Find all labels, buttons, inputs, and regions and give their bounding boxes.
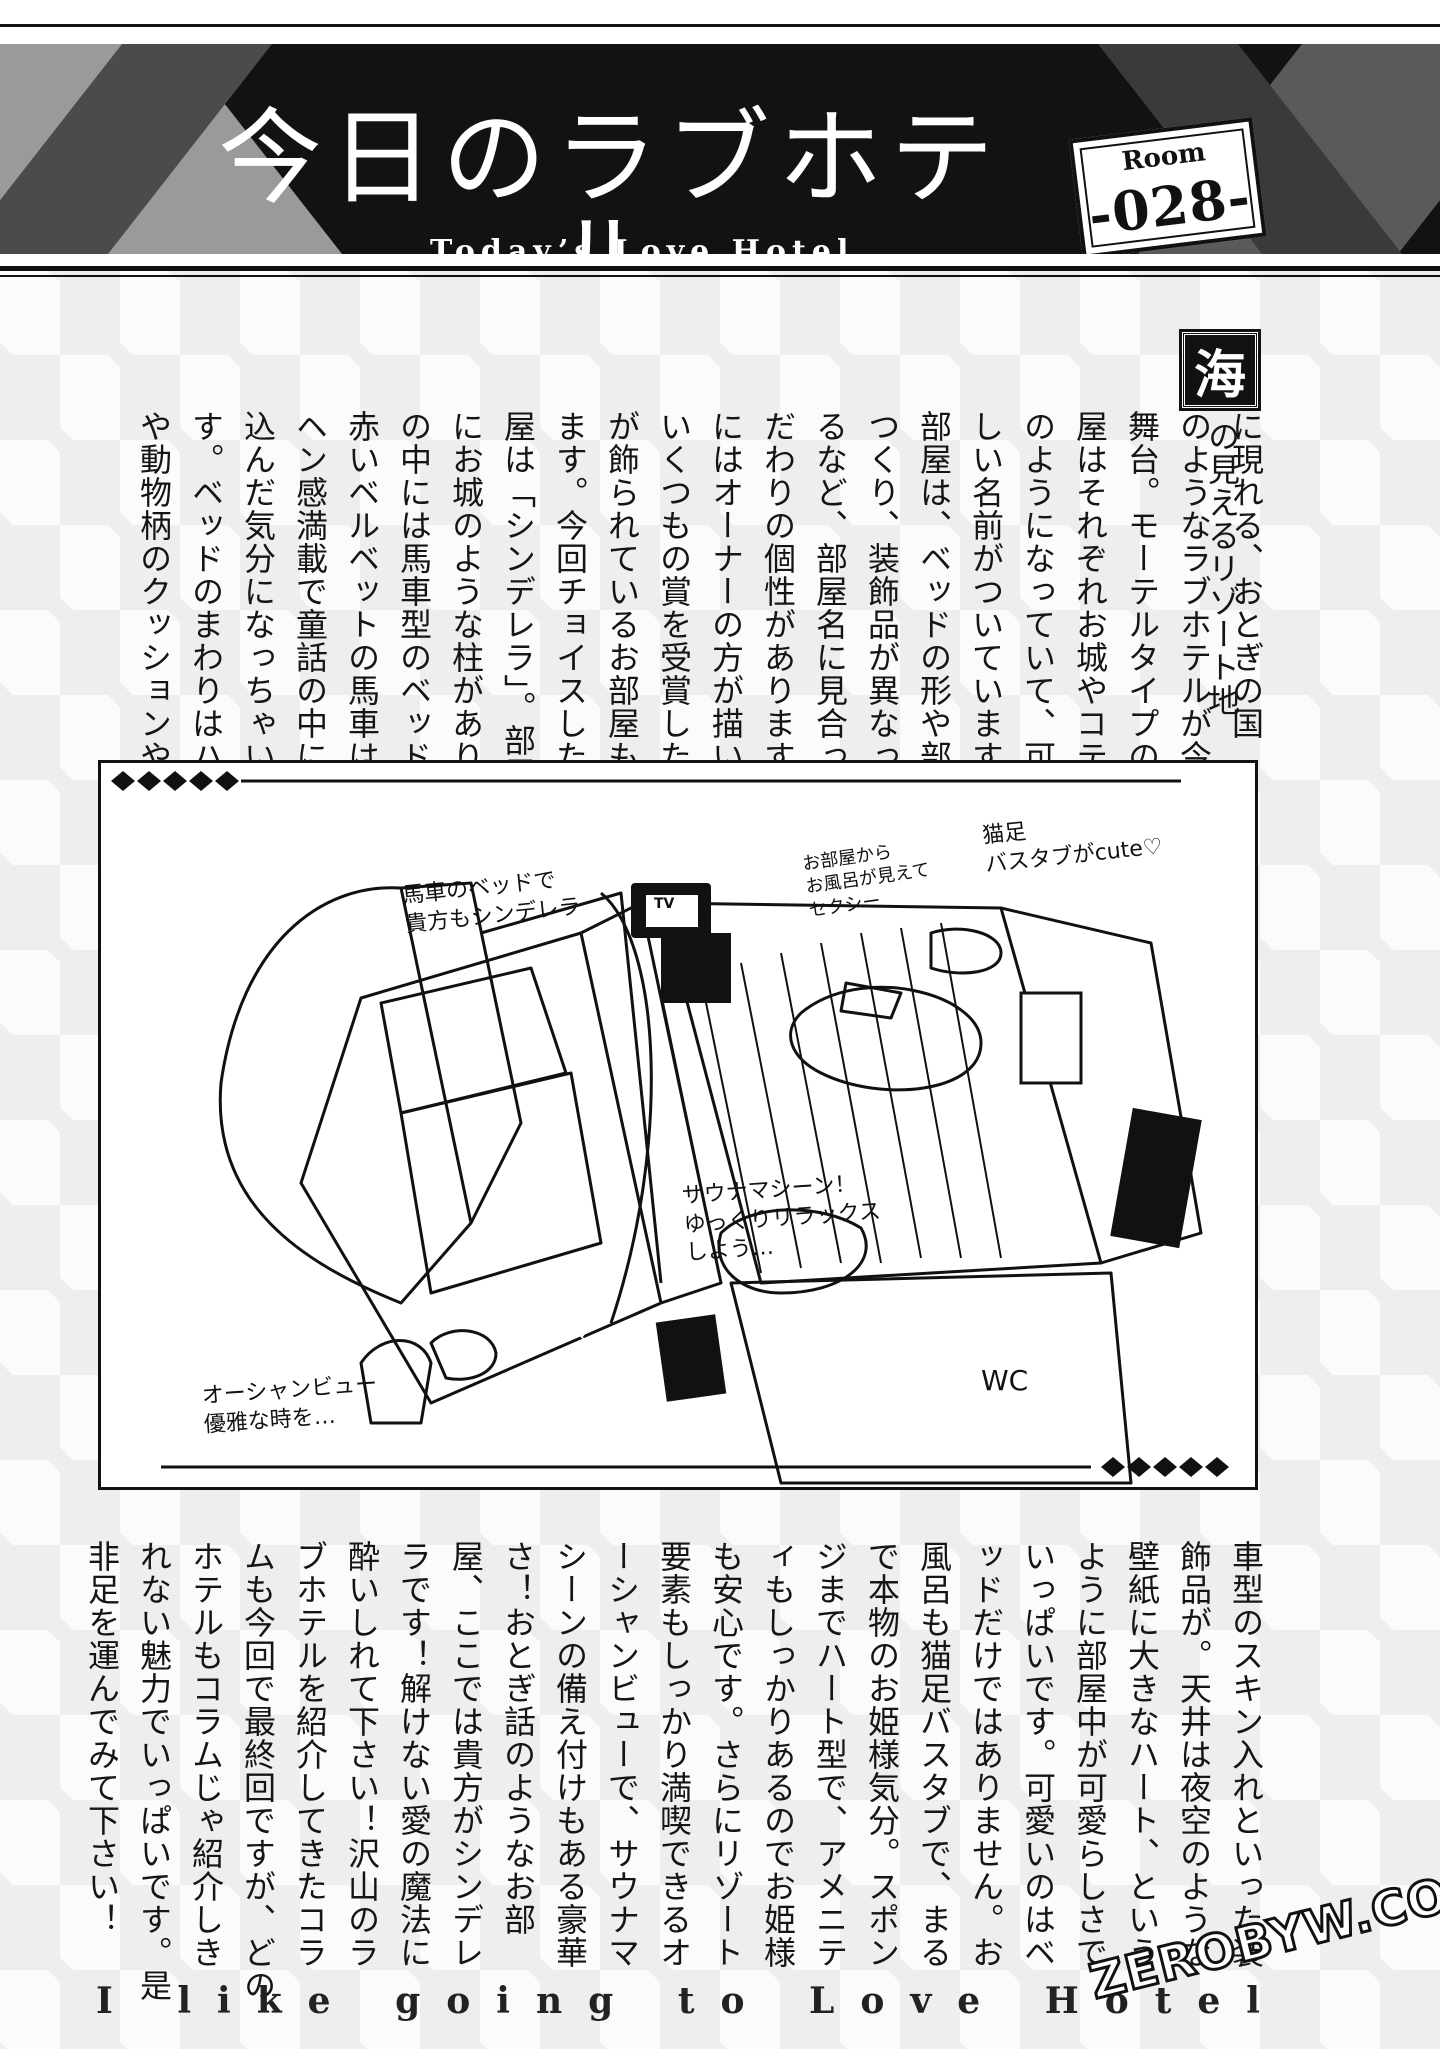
floor-plan-drawing [111,771,1229,1485]
title-banner: 今日のラブホテル Today’s Love Hotel Room -028- [0,44,1440,254]
footer-tagline: I like going to Love Hotel [96,1980,1286,2022]
page-title: 今日のラブホテル [217,97,1002,254]
article-body-top: に現れる、おとぎの国 のようなラブホテルが今回の 舞台。モーテルタイプのお部 屋… [135,410,1265,856]
tv-label: TV [654,896,675,912]
ocean-view-note: オーシャンビュー 優雅な時を… [201,1371,378,1438]
dropcap: 海 [1182,332,1258,408]
page-subtitle: Today’s Love Hotel [430,234,855,254]
floor-plan-illustration: 馬車のベッドで 貴方もシンデレラ TV お部屋から お風呂が見えて セクシー 猫… [98,760,1258,1490]
banner-bottom-rule [0,266,1440,271]
article-body-bottom: 車型のスキン入れといった装 飾品が。天井は夜空のような 壁紙に大きなハート、とい… [83,1540,1265,2002]
room-badge: Room -028- [1068,117,1267,254]
banner-bottom-thin-rule [0,275,1440,277]
top-rule [0,24,1440,27]
article-lead: の見えるリゾート地 [1203,420,1241,717]
sauna-note: サウナマシーン！ ゆっくりリラックス しよう… [681,1171,882,1266]
wc-label: WC [981,1364,1029,1397]
fridge-label: 冷蔵庫 [571,1322,589,1383]
